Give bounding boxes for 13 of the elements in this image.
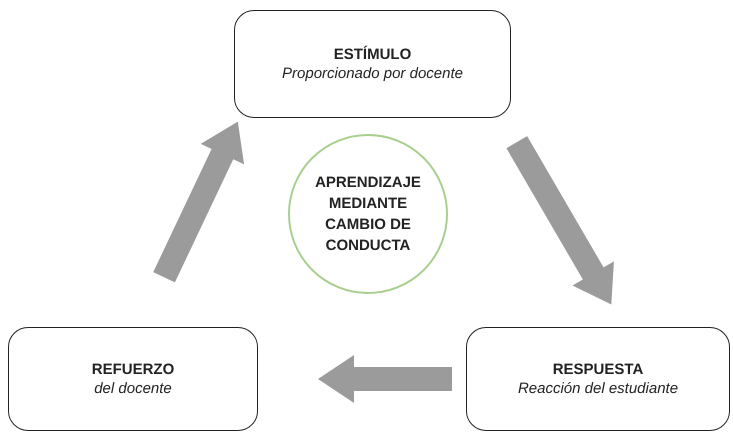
heading: RESPUESTA <box>552 360 644 379</box>
rounded-box <box>8 327 258 431</box>
rounded-box <box>466 327 730 431</box>
block-arrow <box>153 122 244 282</box>
block-arrow <box>318 355 452 403</box>
subtitle: Reacción del estudiante <box>518 379 678 398</box>
subtitle: Proporcionado por docente <box>282 64 463 84</box>
block-arrow <box>506 136 614 305</box>
subtitle: del docente <box>94 379 172 398</box>
heading: REFUERZO <box>92 360 174 379</box>
rounded-box <box>234 10 511 118</box>
heading: ESTÍMULO <box>334 44 412 64</box>
heading: APRENDIZAJE MEDIANTE CAMBIO DE CONDUCTA <box>314 173 422 256</box>
